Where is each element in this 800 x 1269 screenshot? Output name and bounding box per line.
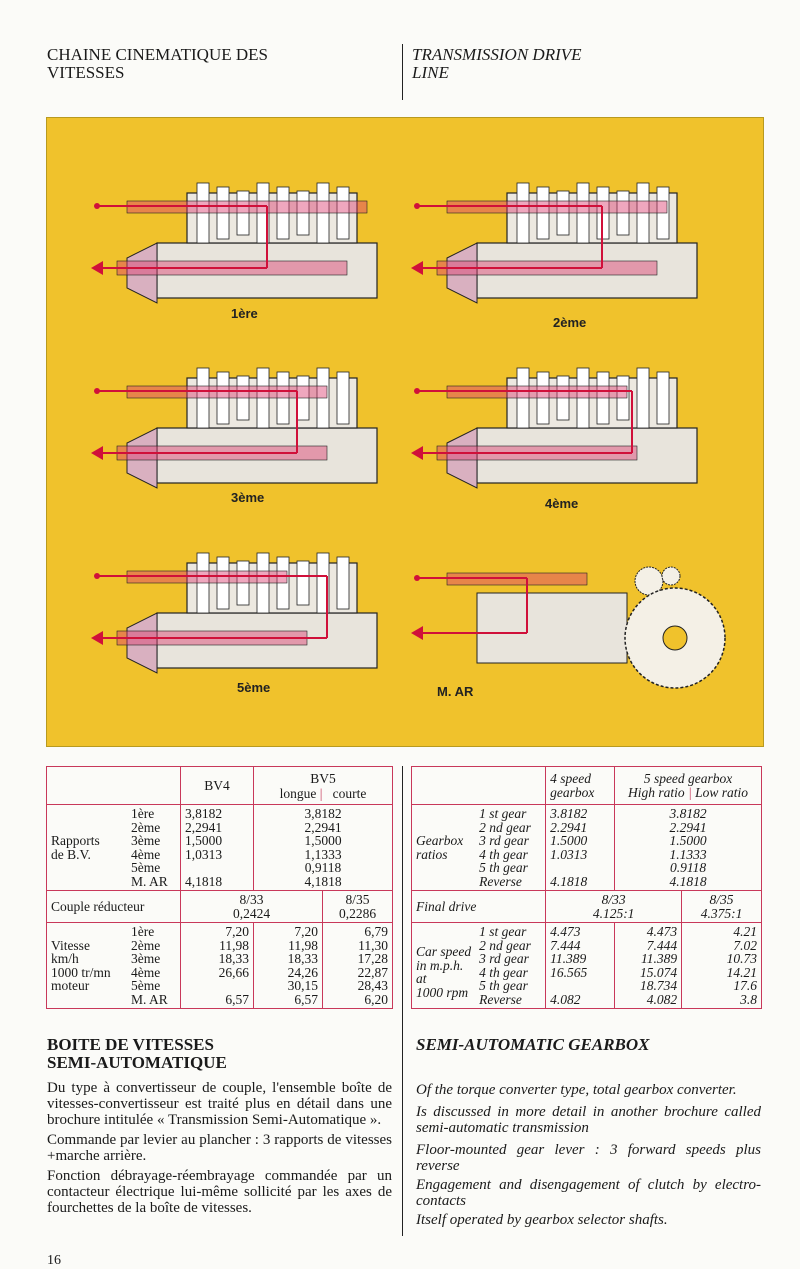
label-reverse: M. AR xyxy=(437,684,474,699)
speed-bv4: 7,20 11,98 18,33 26,66 6,57 xyxy=(180,922,254,1009)
fr-paragraph: Fonction débrayage-réembrayage commandée… xyxy=(47,1168,392,1216)
en-paragraph: Is discussed in more detail in another b… xyxy=(416,1104,761,1136)
page-number: 16 xyxy=(47,1253,61,1268)
gearbox-drawing xyxy=(91,182,378,304)
ratios-bv4: 3,8182 2,2941 1,5000 1,0313 4,1818 xyxy=(180,804,254,891)
final-drive-label: Final drive xyxy=(410,890,547,923)
gear-wheels-icon xyxy=(624,566,726,689)
english-section: SEMI-AUTOMATIC GEARBOX Of the torque con… xyxy=(416,1035,761,1229)
header-bv4: BV4 xyxy=(180,766,254,805)
french-section-title: BOITE DE VITESSES SEMI-AUTOMATIQUE xyxy=(47,1035,227,1072)
5speed-label: 5 speed gearbox xyxy=(643,770,733,786)
gearbox-drawings xyxy=(91,182,726,689)
empty-header xyxy=(410,766,547,805)
french-title: CHAINE CINEMATIQUE DES VITESSES xyxy=(47,45,268,82)
label-2nd: 2ème xyxy=(553,315,587,330)
gearbox-drawing xyxy=(411,182,698,304)
reverse-drawing xyxy=(411,572,628,664)
gearbox-drawing xyxy=(411,367,698,489)
ratios-5speed: 3.8182 2.2941 1.5000 1.1333 0.9118 4.181… xyxy=(614,804,762,891)
speed-low: 4.21 7.02 10.73 14.21 17.6 3.8 xyxy=(681,922,762,1009)
label-1st: 1ère xyxy=(231,306,258,321)
en-paragraph: Of the torque converter type, total gear… xyxy=(416,1082,737,1098)
fr-paragraph: Commande par levier au plancher : 3 rapp… xyxy=(47,1132,392,1164)
speed-high: 4.473 7.444 11.389 15.074 18.734 4.082 xyxy=(614,922,683,1009)
gearbox-drawing xyxy=(91,552,378,674)
couple-8-33: 8/33 0,2424 xyxy=(180,890,323,923)
english-title: TRANSMISSION DRIVE LINE xyxy=(412,45,582,82)
speed-longue: 7,20 11,98 18,33 24,26 30,15 6,57 xyxy=(253,922,323,1009)
gear-names: 1 st gear 2 nd gear 3 rd gear 4 th gear … xyxy=(475,922,547,1009)
fr-paragraph: Du type à convertisseur de couple, l'ens… xyxy=(47,1080,392,1128)
low-ratio: Low ratio xyxy=(695,784,749,800)
gearbox-drawing xyxy=(91,367,378,489)
speed-label: Car speed in m.p.h. at 1000 rpm xyxy=(411,922,476,1009)
gear-names: 1ère 2ème 3ème 4ème 5ème M. AR xyxy=(127,804,181,891)
label-4th: 4ème xyxy=(545,496,579,511)
label-3rd: 3ème xyxy=(231,490,265,505)
gear-names: 1 st gear 2 nd gear 3 rd gear 4 th gear … xyxy=(475,804,547,891)
en-paragraph: Engagement and disengagement of clutch b… xyxy=(416,1177,761,1209)
ratios-label: Gearbox ratios xyxy=(411,804,476,891)
bv5-label: BV5 xyxy=(310,770,336,786)
en-paragraph: Floor-mounted gear lever : 3 forward spe… xyxy=(416,1142,761,1174)
french-section: BOITE DE VITESSES SEMI-AUTOMATIQUE Du ty… xyxy=(47,1035,392,1217)
gearbox-illustration: 1ère 2ème 3ème 4ème 5ème M. AR xyxy=(46,117,764,747)
gear-names: 1ère 2ème 3ème 4ème 5ème M. AR xyxy=(127,922,181,1009)
ratios-4speed: 3.8182 2.2941 1.5000 1.0313 4.1818 xyxy=(545,804,616,891)
speed-courte: 6,79 11,30 17,28 22,87 28,43 6,20 xyxy=(322,922,393,1009)
final-8-35: 8/35 4.375:1 xyxy=(681,890,762,923)
speed-label: Vitesse km/h 1000 tr/mn moteur xyxy=(46,922,127,1009)
english-section-title: SEMI-AUTOMATIC GEARBOX xyxy=(416,1035,650,1054)
speed-4speed: 4.473 7.444 11.389 16.565 4.082 xyxy=(545,922,616,1009)
final-8-33: 8/33 4.125:1 xyxy=(545,890,683,923)
bv5-courte: courte xyxy=(332,785,367,801)
couple-8-35: 8/35 0,2286 xyxy=(322,890,393,923)
high-ratio: High ratio xyxy=(628,784,685,800)
column-divider xyxy=(402,766,403,1236)
en-paragraph: Itself operated by gearbox selector shaf… xyxy=(416,1212,668,1228)
bv5-longue: longue xyxy=(279,785,317,801)
ratios-label: Rapports de B.V. xyxy=(46,804,127,891)
title-divider xyxy=(402,44,403,100)
label-5th: 5ème xyxy=(237,680,271,695)
header-4speed: 4 speed gearbox xyxy=(545,766,616,805)
couple-label: Couple réducteur xyxy=(46,890,181,923)
empty-header xyxy=(46,766,181,805)
ratios-bv5: 3,8182 2,2941 1,5000 1,1333 0,9118 4,181… xyxy=(253,804,393,891)
